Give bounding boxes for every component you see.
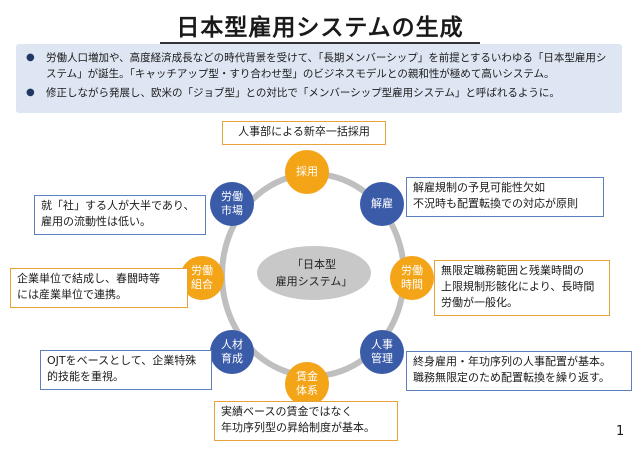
callout-saiyou: 人事部による新卒一括採用: [222, 121, 386, 145]
callout-roudou-jikan: 無限定職務範囲と残業時間の 上限規制形骸化により、長時間 労働が一般化。: [434, 260, 610, 316]
node-jinji-kanri: 人事 管理: [360, 330, 404, 374]
callout-roudou-shijou: 就「社」する人が大半であり、 雇用の流動性は低い。: [34, 195, 206, 235]
page-title: 日本型雇用システムの生成: [176, 15, 464, 41]
node-chingin: 賃金 体系: [285, 362, 329, 406]
node-kaiko: 解雇: [360, 182, 404, 226]
callout-kaiko: 解雇規制の予見可能性欠如 不況時も配置転換での対応が原則: [406, 177, 604, 217]
node-roudou-jikan: 労働 時間: [390, 256, 434, 300]
title-underline: [160, 42, 480, 44]
callout-jinzai: OJTをベースとして、企業特殊 的技能を重視。: [40, 350, 212, 390]
center-label: 「日本型 雇用システム」: [275, 258, 353, 288]
node-jinzai: 人材 育成: [210, 330, 254, 374]
callout-jinji-kanri: 終身雇用・年功序列の人事配置が基本。 職務無限定のため配置転換を繰り返す。: [406, 351, 632, 391]
node-saiyou: 採用: [285, 150, 329, 194]
callout-chingin: 実績ベースの賃金ではなく 年功序列型の昇給制度が基本。: [214, 401, 398, 441]
callout-roudou-kumiai: 企業単位で結成し、春闘時等 には産業単位で連携。: [10, 268, 188, 308]
node-roudou-shijou: 労働 市場: [210, 182, 254, 226]
page-number: 1: [616, 424, 625, 439]
intro-bullet-2: 修正しながら発展し、欧米の「ジョブ型」との対比で「メンバーシップ型雇用システム」…: [26, 85, 612, 101]
center-ellipse: 「日本型 雇用システム」: [257, 246, 371, 300]
intro-panel: 労働人口増加や、高度経済成長などの時代背景を受けて、「長期メンバーシップ」を前提…: [16, 44, 622, 113]
intro-bullet-1: 労働人口増加や、高度経済成長などの時代背景を受けて、「長期メンバーシップ」を前提…: [26, 50, 612, 82]
